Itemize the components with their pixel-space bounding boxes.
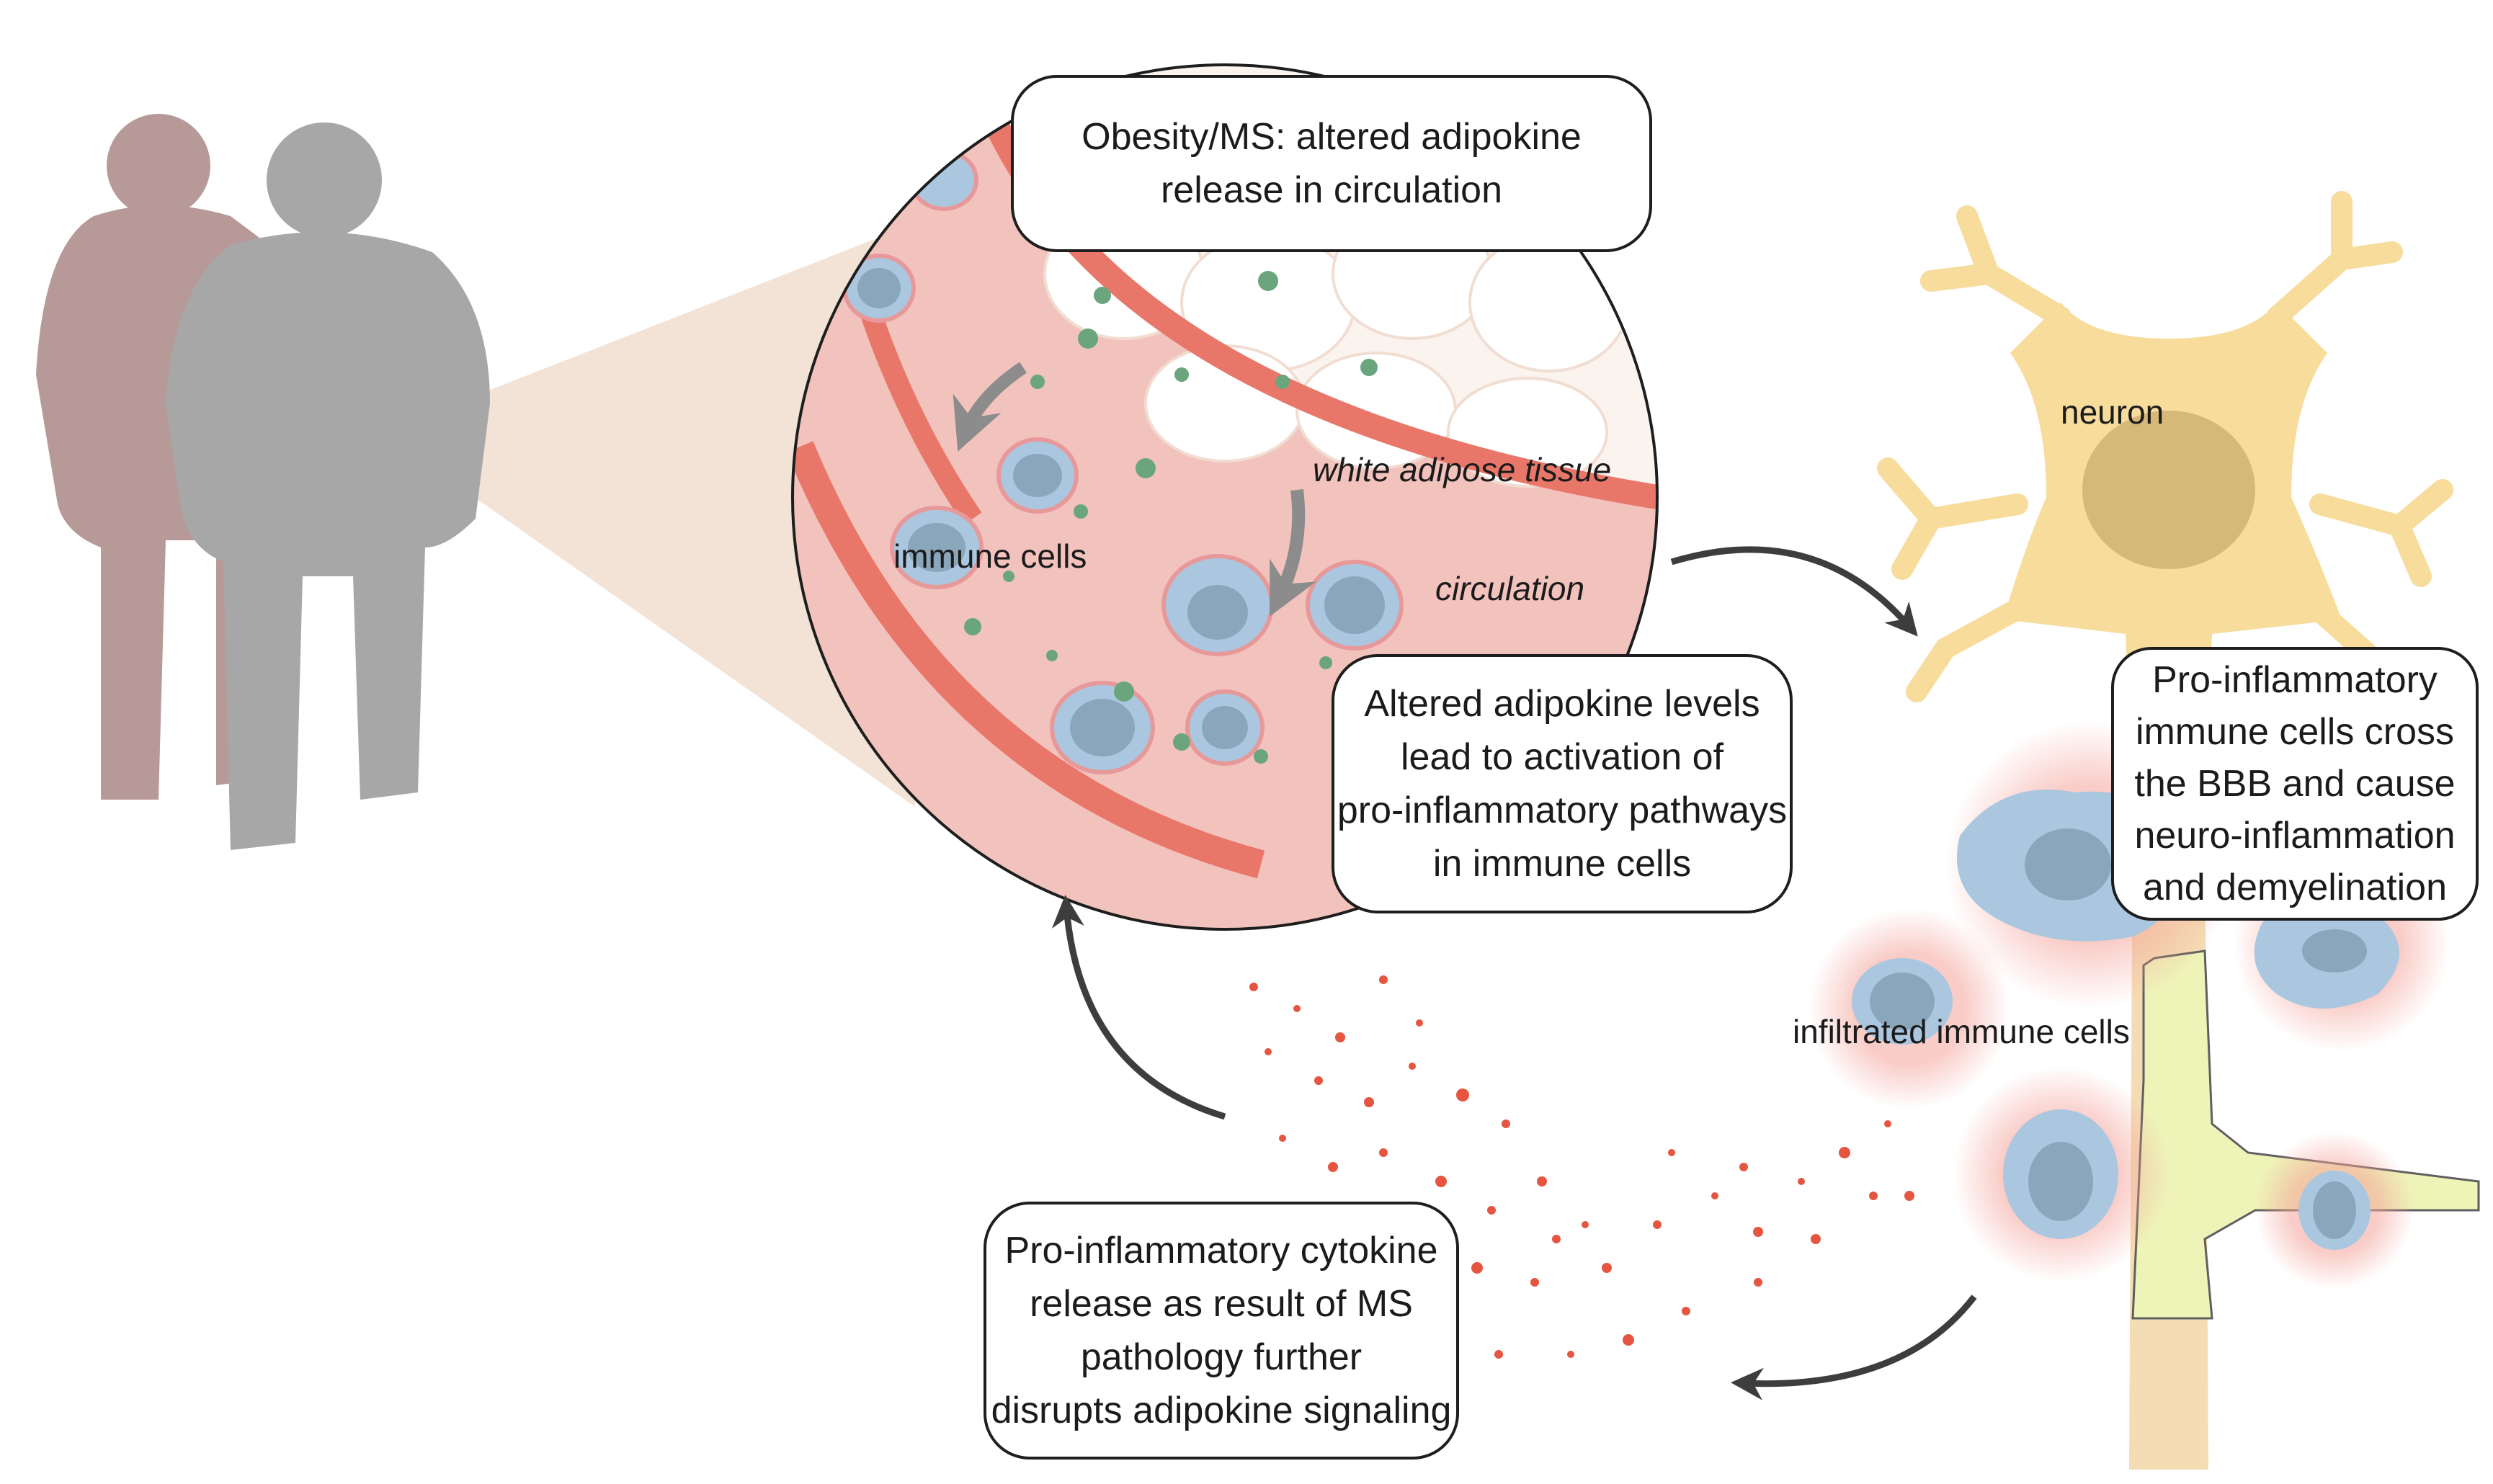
bbb-line-5: and demyelination [2142,867,2448,908]
cytokine-line-2: release as result of MS [1030,1283,1413,1325]
zoom-cone [382,223,915,807]
immune-cells-label: immune cells [893,537,1087,575]
arrow-icon [1670,546,1918,637]
altered-line-2: lead to activation of [1400,736,1724,778]
bbb-line-3: the BBB and cause [2134,763,2456,805]
person-icon [166,122,490,850]
obesity-line-2: release in circulation [1160,169,1503,211]
obesity-box: Obesity/MS: altered adipokine release in… [1011,75,1652,252]
vessel-wall [793,441,1265,879]
altered-line-4: in immune cells [1432,843,1692,885]
cytokine-particles [1249,975,1914,1359]
circulation-label: circulation [1435,570,1585,607]
altered-line-1: Altered adipokine levels [1364,683,1760,725]
bbb-line-4: neuro-inflammation [2134,815,2456,857]
cytokine-box: Pro-inflammatory cytokine release as res… [984,1202,1459,1460]
white-adipose-label: white adipose tissue [1313,451,1612,488]
cytokine-line-3: pathology further [1080,1336,1363,1378]
altered-line-3: pro-inflammatory pathways [1337,790,1788,831]
obesity-line-1: Obesity/MS: altered adipokine [1082,116,1582,158]
adipokine-particles [964,271,1378,764]
arrow-icon [1731,1295,1977,1400]
cytokine-line-1: Pro-inflammatory cytokine [1004,1230,1438,1271]
altered-box: Altered adipokine levels lead to activat… [1332,654,1793,913]
arrow-icon [1051,895,1226,1120]
neuron-label: neuron [2061,393,2164,431]
cytokine-line-4: disrupts adipokine signaling [991,1390,1452,1431]
bbb-line-1: Pro-inflammatory [2152,659,2438,701]
infiltrated-label: infiltrated immune cells [1793,1013,2130,1050]
bbb-line-2: immune cells cross [2135,711,2455,753]
bbb-box: Pro-inflammatory immune cells cross the … [2111,647,2479,921]
